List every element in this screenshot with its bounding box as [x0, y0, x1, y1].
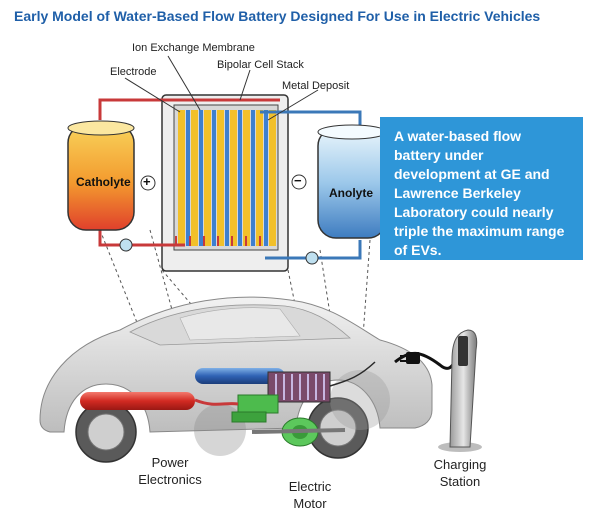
label-catholyte: Catholyte	[76, 175, 131, 189]
label-electric-motor: Electric Motor	[288, 479, 332, 511]
cell-stack-box	[161, 94, 289, 272]
leader-lines	[124, 55, 319, 121]
catholyte-pump-icon	[119, 238, 133, 252]
label-anolyte: Anolyte	[329, 186, 374, 200]
label-charging-station: Charging Station	[433, 457, 487, 489]
positive-terminal-icon	[140, 175, 156, 191]
piping	[98, 98, 362, 260]
catholyte-tank	[67, 120, 135, 231]
plug-icon	[406, 352, 420, 364]
negative-terminal-icon	[291, 174, 307, 190]
label-minus: −	[294, 173, 302, 188]
info-callout: A water-based flow battery under develop…	[380, 117, 583, 260]
label-ion-exchange-membrane: Ion Exchange Membrane	[132, 42, 255, 54]
label-bipolar-cell-stack: Bipolar Cell Stack	[217, 59, 304, 71]
label-electrode: Electrode	[110, 66, 157, 78]
car-components	[80, 361, 376, 447]
label-metal-deposit: Metal Deposit	[282, 80, 350, 92]
anolyte-cylinder	[195, 368, 285, 384]
charging-station-icon	[438, 329, 482, 452]
anolyte-tank	[317, 124, 387, 239]
car-illustration	[39, 296, 433, 463]
power-electronics-unit	[237, 394, 279, 414]
anolyte-pump-icon	[305, 251, 319, 265]
label-power-electronics: Power Electronics	[138, 455, 202, 487]
catholyte-cylinder	[80, 392, 195, 410]
diagram-title: Early Model of Water-Based Flow Battery …	[14, 8, 541, 24]
label-plus: +	[143, 174, 151, 189]
